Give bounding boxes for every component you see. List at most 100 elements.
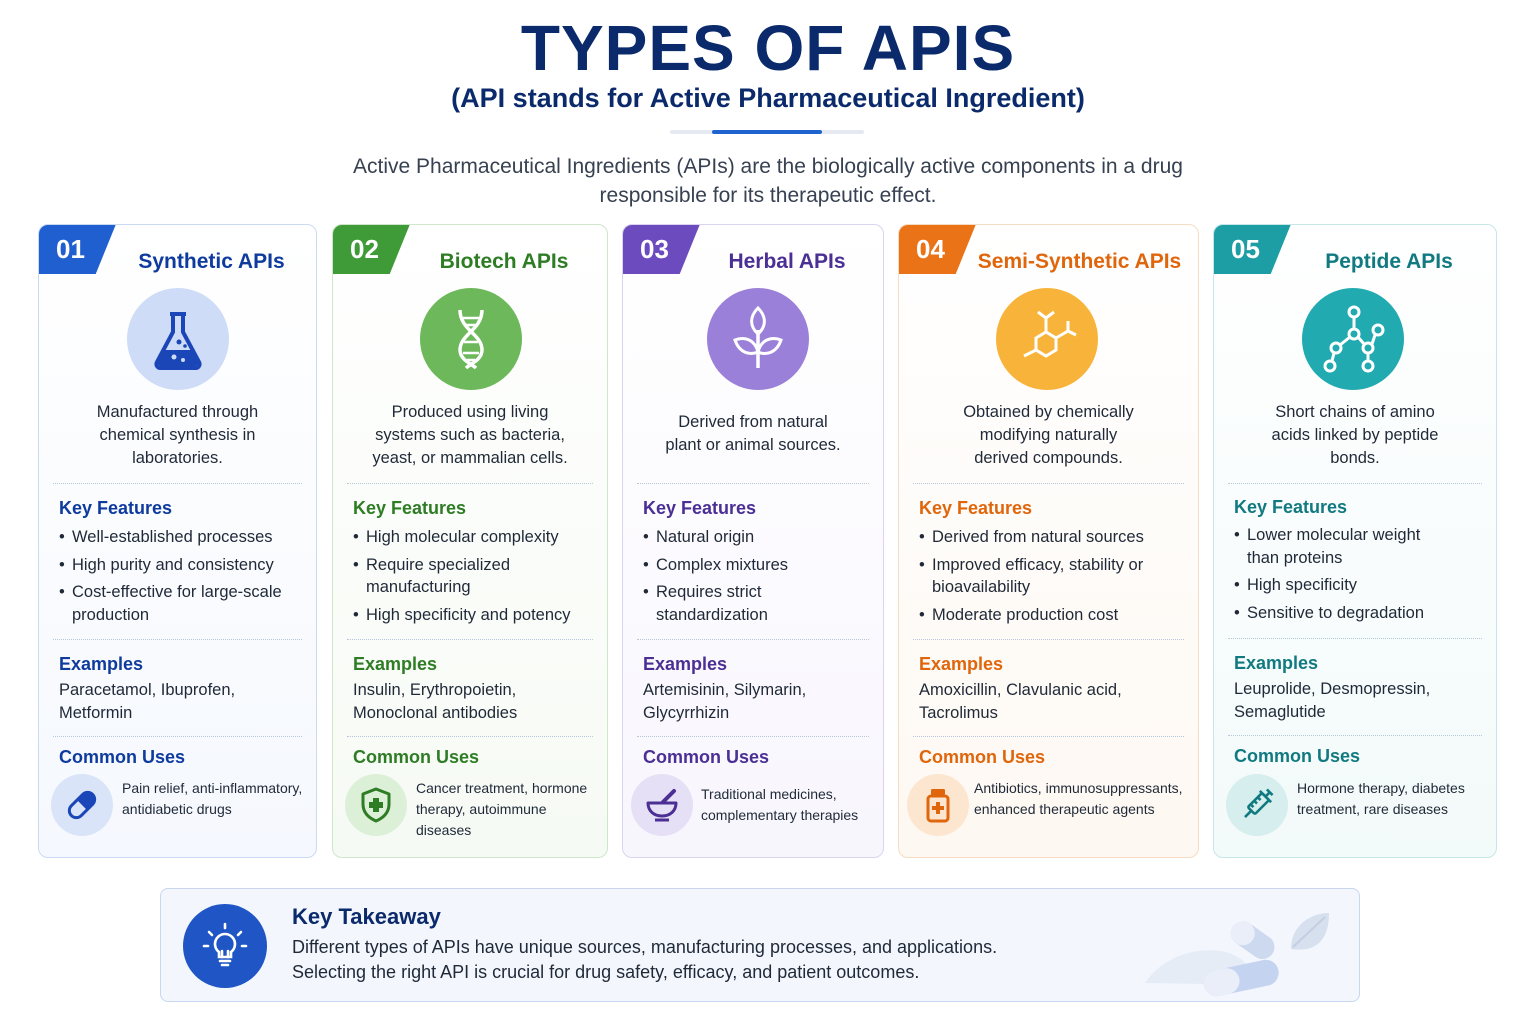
molecule-icon — [996, 288, 1098, 390]
title-divider — [670, 130, 864, 134]
leaf-icon — [707, 288, 809, 390]
list-item: High purity and consistency — [59, 554, 306, 577]
examples-heading: Examples — [1234, 653, 1319, 673]
list-item: Moderate production cost — [919, 604, 1168, 627]
mortar-pestle-icon — [631, 774, 693, 836]
list-item: High molecular complexity — [353, 526, 597, 549]
desc-line: Obtained by chemically — [963, 403, 1134, 421]
common-uses-heading: Common Uses — [1234, 746, 1361, 766]
peptide-chain-icon — [1302, 288, 1404, 390]
divider — [347, 483, 593, 484]
card-description: Produced using living systems such as ba… — [333, 401, 607, 470]
list-item: Derived from natural sources — [919, 526, 1168, 549]
common-uses-text: Pain relief, anti-inflammatory, antidiab… — [122, 780, 303, 817]
key-features-heading: Key Features — [353, 498, 467, 518]
divider — [347, 639, 593, 640]
examples-heading: Examples — [643, 654, 728, 674]
key-features-heading: Key Features — [59, 498, 173, 518]
divider — [1228, 483, 1482, 484]
examples-text: Insulin, Erythropoietin, Monoclonal anti… — [353, 681, 518, 722]
common-uses-text: Traditional medicines, complementary the… — [701, 786, 859, 823]
divider — [53, 639, 302, 640]
list-item: High specificity — [1234, 574, 1456, 597]
intro-text: Active Pharmaceutical Ingredients (APIs)… — [318, 152, 1218, 210]
takeaway-text: Different types of APIs have unique sour… — [292, 935, 1112, 985]
features-list: Natural origin Complex mixtures Requires… — [643, 526, 873, 631]
common-uses-heading: Common Uses — [59, 747, 186, 767]
card-number-badge: 05 — [1214, 225, 1291, 274]
list-item: Well-established processes — [59, 526, 306, 549]
takeaway-line-1: Different types of APIs have unique sour… — [292, 937, 998, 957]
medicine-bottle-icon — [907, 774, 969, 836]
desc-line: Derived from natural — [678, 413, 828, 431]
pills-and-powder-illustration — [1141, 899, 1341, 999]
page-subtitle: (API stands for Active Pharmaceutical In… — [451, 83, 1085, 113]
list-item: Complex mixtures — [643, 554, 873, 577]
desc-line: laboratories. — [132, 449, 223, 467]
features-list: High molecular complexity Require specia… — [353, 526, 597, 631]
card-title: Peptide APIs — [1325, 250, 1453, 273]
divider — [53, 483, 302, 484]
divider — [913, 736, 1184, 737]
list-item: High specificity and potency — [353, 604, 597, 627]
card-semi-synthetic-apis: 04 Semi-Synthetic APIs Obtained by chemi… — [898, 224, 1199, 858]
card-title: Biotech APIs — [439, 250, 569, 273]
list-item: Natural origin — [643, 526, 873, 549]
card-title: Semi-Synthetic APIs — [977, 250, 1182, 273]
card-number-badge: 04 — [899, 225, 976, 274]
capsule-icon — [51, 774, 113, 836]
desc-line: derived compounds. — [974, 449, 1123, 467]
common-uses-heading: Common Uses — [353, 747, 480, 767]
flask-icon — [127, 288, 229, 390]
desc-line: plant or animal sources. — [665, 436, 841, 454]
divider — [1228, 735, 1482, 736]
divider — [637, 639, 869, 640]
features-list: Well-established processes High purity a… — [59, 526, 306, 631]
card-description: Short chains of amino acids linked by pe… — [1214, 401, 1496, 470]
takeaway-title: Key Takeaway — [292, 904, 441, 929]
shield-cross-icon — [345, 774, 407, 836]
common-uses-text: Antibiotics, immunosuppressants, enhance… — [974, 780, 1183, 817]
examples-text: Artemisinin, Silymarin, Glycyrrhizin — [643, 681, 807, 722]
examples-heading: Examples — [353, 654, 438, 674]
card-number-badge: 03 — [623, 225, 700, 274]
divider — [347, 736, 593, 737]
card-synthetic-apis: 01 Synthetic APIs Manufactured through c… — [38, 224, 317, 858]
page-title: TYPES OF APIS — [520, 12, 1016, 84]
common-uses-text: Cancer treatment, hormone therapy, autoi… — [416, 780, 588, 838]
divider — [913, 639, 1184, 640]
examples-text: Paracetamol, Ibuprofen, Metformin — [59, 681, 236, 722]
divider — [1228, 638, 1482, 639]
divider — [637, 483, 869, 484]
common-uses-heading: Common Uses — [919, 747, 1046, 767]
card-title: Synthetic APIs — [138, 250, 285, 273]
list-item: Requires strict standardization — [643, 581, 873, 626]
desc-line: modifying naturally — [979, 426, 1118, 444]
desc-line: Produced using living — [391, 403, 549, 421]
card-number-badge: 02 — [333, 225, 410, 274]
card-description: Obtained by chemically modifying natural… — [899, 401, 1198, 470]
key-features-heading: Key Features — [643, 498, 757, 518]
divider — [913, 483, 1184, 484]
examples-heading: Examples — [59, 654, 144, 674]
lightbulb-icon — [183, 904, 267, 988]
list-item: Require specialized manufacturing — [353, 554, 597, 599]
features-list: Derived from natural sources Improved ef… — [919, 526, 1168, 631]
desc-line: yeast, or mammalian cells. — [372, 449, 568, 467]
key-features-heading: Key Features — [1234, 497, 1348, 517]
card-number-badge: 01 — [39, 225, 116, 274]
desc-line: acids linked by peptide — [1271, 426, 1439, 444]
desc-line: systems such as bacteria, — [375, 426, 565, 444]
card-biotech-apis: 02 Biotech APIs Produced using living sy… — [332, 224, 608, 858]
card-description: Derived from natural plant or animal sou… — [623, 411, 883, 457]
card-description: Manufactured through chemical synthesis … — [39, 401, 316, 470]
common-uses-text: Hormone therapy, diabetes treatment, rar… — [1297, 780, 1465, 817]
dna-icon — [420, 288, 522, 390]
examples-text: Amoxicillin, Clavulanic acid, Tacrolimus — [919, 681, 1122, 722]
divider — [637, 736, 869, 737]
examples-text: Leuprolide, Desmopressin, Semaglutide — [1234, 680, 1431, 721]
features-list: Lower molecular weight than proteins Hig… — [1234, 524, 1456, 629]
takeaway-line-2: Selecting the right API is crucial for d… — [292, 962, 920, 982]
card-herbal-apis: 03 Herbal APIs Derived from natural plan… — [622, 224, 884, 858]
desc-line: chemical synthesis in — [99, 426, 256, 444]
